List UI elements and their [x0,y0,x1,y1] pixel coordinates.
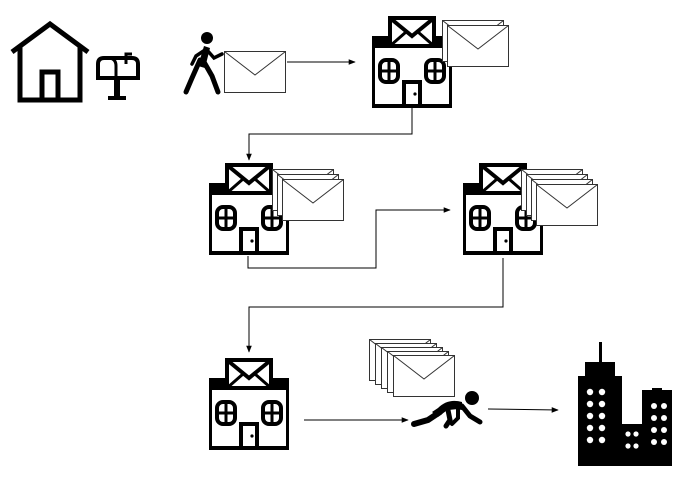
post-office-icon [209,358,289,450]
envelope-icon [393,355,455,397]
letter-stack [521,169,598,226]
arrow-office-1-to-office-2 [246,108,413,161]
letter-stack [272,169,344,221]
envelope-icon [536,184,598,226]
walking-person-icon [183,32,224,95]
letter-stack [442,20,509,67]
envelope-icon [224,51,286,93]
city-buildings-icon [578,342,672,466]
arrow-courier-to-destination [487,407,559,413]
post-office-1 [372,16,509,108]
house-icon [10,20,90,103]
arrow-office-3-to-office-4 [246,258,504,353]
post-office-4 [209,358,289,450]
envelope-icon [282,179,344,221]
post-office-3 [463,163,598,255]
post-office-icon [372,16,452,108]
post-office-2 [209,163,344,255]
crawling-person-icon [411,391,483,429]
letter-stack [369,339,455,397]
arrow-office-2-to-office-3 [247,207,451,269]
envelope-icon [447,25,509,67]
mailbox-icon [96,52,140,100]
